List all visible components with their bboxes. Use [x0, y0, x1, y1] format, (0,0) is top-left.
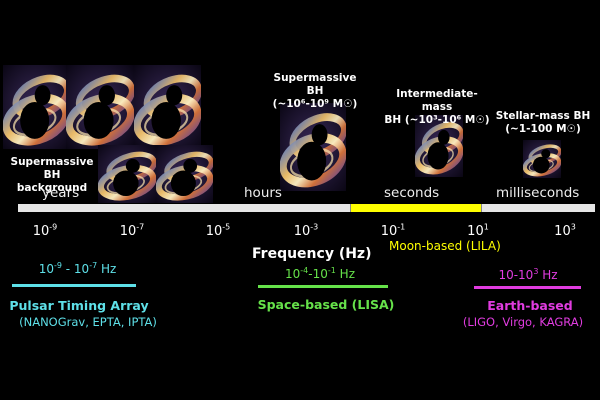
tick-label: 10-1: [380, 222, 406, 239]
black-hole-image-2: [66, 65, 134, 149]
lisa-range-bar: [258, 285, 388, 288]
earth-range-bar: [474, 286, 581, 289]
earth-name: Earth-based: [487, 298, 573, 313]
timescale-hours: hours: [244, 185, 282, 201]
earth-examples: (LIGO, Virgo, KAGRA): [462, 315, 584, 329]
tick-label: 10-3: [293, 222, 319, 239]
tick-label: 103: [554, 222, 576, 239]
frequency-axis-bar: [18, 204, 595, 212]
axis-divider: [350, 204, 351, 212]
pta-frequency-range: 10-9 - 10-7 Hz: [38, 261, 117, 277]
pta-name: Pulsar Timing Array: [9, 298, 149, 313]
supermassive-background-label: Supermassive BH background: [10, 156, 94, 195]
stellar-label: Stellar-mass BH (~1-100 M☉): [495, 110, 591, 136]
stellar-bh-image: [523, 140, 561, 178]
tick-label: 10-9: [32, 222, 58, 239]
tick-label: 101: [467, 222, 489, 239]
black-hole-image-3: [134, 65, 201, 149]
pta-examples: (NANOGrav, EPTA, IPTA): [19, 315, 157, 329]
supermassive-label: Supermassive BH (~10⁶-10⁹ M☉): [272, 72, 358, 111]
tick-label: 10-7: [119, 222, 145, 239]
tick-label: 10-5: [205, 222, 231, 239]
axis-divider: [481, 204, 482, 212]
timescale-seconds: seconds: [384, 185, 440, 201]
timescale-milliseconds: milliseconds: [496, 185, 580, 201]
timescale-years: years: [42, 185, 80, 201]
moon-band-highlight: [350, 204, 481, 212]
axis-title: Frequency (Hz): [252, 246, 372, 262]
intermediate-bh-image: [415, 115, 463, 177]
earth-frequency-range: 10-103 Hz: [498, 267, 558, 283]
moon-detector-label: Moon-based (LILA): [389, 239, 501, 253]
lisa-frequency-range: 10-4-10-1 Hz: [285, 266, 355, 282]
supermassive-bh-image: [280, 103, 346, 191]
lisa-name: Space-based (LISA): [257, 297, 395, 312]
black-hole-image-5: [156, 145, 213, 203]
pta-range-bar: [12, 284, 136, 287]
black-hole-image-4: [98, 145, 156, 203]
black-hole-image-1: [3, 65, 69, 149]
intermediate-label: Intermediate-mass BH (~10³-10⁶ M☉): [384, 88, 490, 127]
